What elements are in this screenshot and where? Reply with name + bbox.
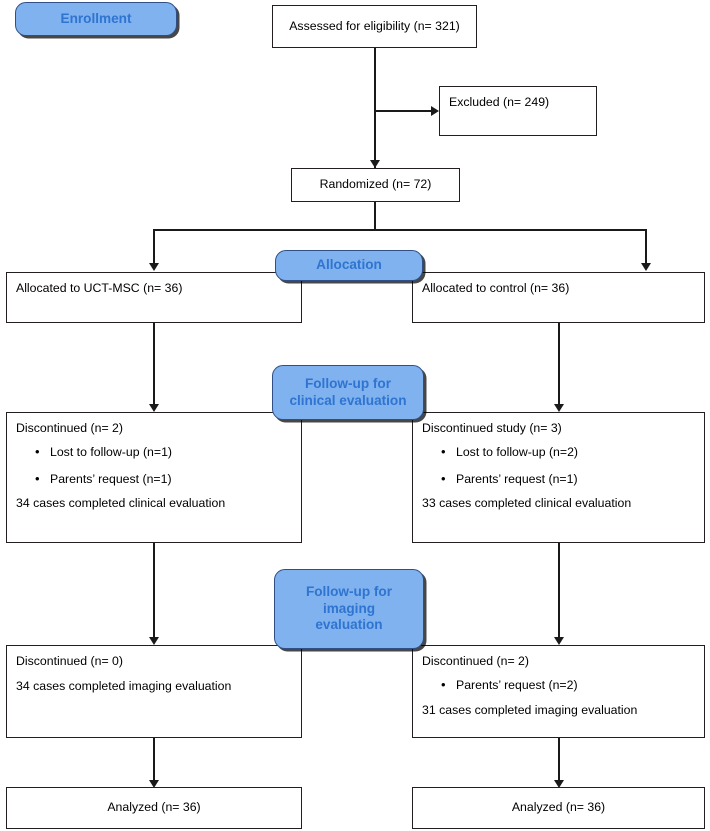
box-allocated-control: Allocated to control (n= 36): [412, 272, 705, 323]
list-item: Parents’ request (n=1): [441, 470, 695, 489]
connector-clinical-left-to-imaging: [153, 543, 155, 640]
arrowhead-clinical-left: [149, 404, 159, 412]
box-followup-clinical-intervention-heading: Discontinued (n= 2): [16, 421, 123, 435]
box-followup-clinical-intervention-bullets: Lost to follow-up (n=1) Parents’ request…: [16, 443, 292, 489]
stage-label-enrollment-text: Enrollment: [60, 10, 132, 26]
box-excluded-text: Excluded (n= 249): [449, 95, 550, 109]
arrowhead-to-excluded: [431, 106, 439, 116]
arrowhead-clinical-right: [554, 404, 564, 412]
stage-label-enrollment: Enrollment: [15, 2, 177, 36]
box-allocated-intervention-text: Allocated to UCT-MSC (n= 36): [16, 281, 183, 295]
box-excluded: Excluded (n= 249): [439, 86, 597, 136]
box-analyzed-control-text: Analyzed (n= 36): [511, 800, 606, 815]
box-followup-clinical-control-heading: Discontinued study (n= 3): [422, 421, 562, 435]
arrowhead-analyzed-left: [149, 780, 159, 788]
arrowhead-to-randomized: [370, 160, 380, 168]
connector-to-excluded: [374, 110, 434, 112]
box-allocated-control-text: Allocated to control (n= 36): [422, 281, 570, 295]
connector-imaging-left-to-analyzed: [153, 738, 155, 783]
box-followup-imaging-intervention: Discontinued (n= 0) 34 cases completed i…: [6, 645, 302, 738]
stage-label-followup-clinical: Follow-up for clinical evaluation: [272, 365, 424, 420]
connector-randomized-stem: [374, 202, 376, 230]
box-followup-imaging-control: Discontinued (n= 2) Parents’ request (n=…: [412, 645, 705, 738]
arrowhead-analyzed-right: [554, 780, 564, 788]
stage-label-followup-imaging-line2: imaging: [322, 600, 376, 616]
box-followup-imaging-control-heading: Discontinued (n= 2): [422, 654, 529, 668]
stage-label-followup-clinical-line1: Follow-up for: [304, 375, 392, 391]
stage-label-followup-imaging: Follow-up for imaging evaluation: [274, 569, 424, 649]
box-followup-clinical-control-completed: 33 cases completed clinical evaluation: [422, 496, 632, 511]
box-assessed-for-eligibility-text: Assessed for eligibility (n= 321): [289, 18, 460, 33]
arrowhead-imaging-left: [149, 637, 159, 645]
connector-clinical-right-to-imaging: [558, 543, 560, 640]
connector-imaging-right-to-analyzed: [558, 738, 560, 783]
box-allocated-intervention: Allocated to UCT-MSC (n= 36): [6, 272, 302, 323]
arrowhead-to-allocation-left: [149, 263, 159, 271]
connector-randomized-split: [153, 229, 647, 231]
list-item: Parents’ request (n=2): [441, 676, 695, 695]
stage-label-allocation: Allocation: [275, 250, 423, 281]
box-followup-clinical-control: Discontinued study (n= 3) Lost to follow…: [412, 412, 705, 543]
box-followup-imaging-intervention-completed: 34 cases completed imaging evaluation: [16, 678, 232, 693]
arrowhead-to-allocation-right: [641, 263, 651, 271]
connector-alloc-right-to-clinical: [558, 323, 560, 407]
box-followup-clinical-intervention: Discontinued (n= 2) Lost to follow-up (n…: [6, 412, 302, 543]
list-item: Parents’ request (n=1): [35, 470, 292, 489]
stage-label-allocation-text: Allocation: [316, 257, 382, 273]
connector-alloc-left-to-clinical: [153, 323, 155, 407]
box-analyzed-control: Analyzed (n= 36): [412, 787, 705, 829]
connector-assessed-to-randomized: [374, 48, 376, 168]
stage-label-followup-clinical-line2: clinical evaluation: [289, 392, 407, 408]
stage-label-followup-imaging-line1: Follow-up for: [305, 584, 393, 600]
stage-label-followup-imaging-line3: evaluation: [315, 617, 383, 633]
box-followup-imaging-control-completed: 31 cases completed imaging evaluation: [422, 702, 638, 717]
box-assessed-for-eligibility: Assessed for eligibility (n= 321): [272, 5, 477, 48]
connector-split-right: [645, 229, 647, 264]
box-followup-imaging-intervention-heading: Discontinued (n= 0): [16, 654, 123, 668]
box-randomized-text: Randomized (n= 72): [319, 177, 432, 192]
box-followup-clinical-intervention-completed: 34 cases completed clinical evaluation: [16, 496, 226, 511]
box-followup-clinical-control-bullets: Lost to follow-up (n=2) Parents’ request…: [422, 443, 695, 489]
box-followup-imaging-control-bullets: Parents’ request (n=2): [422, 676, 695, 695]
box-analyzed-intervention: Analyzed (n= 36): [6, 787, 302, 829]
connector-split-left: [153, 229, 155, 264]
list-item: Lost to follow-up (n=1): [35, 443, 292, 462]
arrowhead-imaging-right: [554, 637, 564, 645]
box-randomized: Randomized (n= 72): [291, 168, 460, 202]
box-analyzed-intervention-text: Analyzed (n= 36): [107, 800, 201, 815]
list-item: Lost to follow-up (n=2): [441, 443, 695, 462]
